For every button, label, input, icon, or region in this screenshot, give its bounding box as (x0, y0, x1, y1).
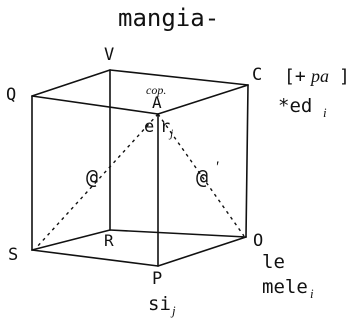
dashed-edge-a-s (35, 113, 159, 249)
si-label: si (148, 293, 171, 315)
at-label-right: @ (196, 165, 208, 189)
edge-s-p (31, 249, 159, 267)
r-subscript: j (168, 126, 174, 140)
ed-label: *ed (278, 95, 312, 117)
mele-subscript: i (310, 286, 314, 301)
cop-label: cop. (146, 83, 166, 97)
edge-v-q (31, 69, 111, 97)
vertex-c: C (252, 65, 262, 85)
edge-c-o (245, 84, 249, 238)
edge-v-c (109, 69, 249, 86)
e-label: e (144, 117, 154, 137)
ed-subscript: i (323, 105, 327, 120)
at-label-left: @ (86, 165, 98, 189)
feature-open: [+ (284, 66, 306, 87)
feature-close: ] (339, 66, 350, 87)
feature-pa: pa (309, 66, 329, 86)
vertex-a: A (152, 93, 162, 112)
edge-r-o (109, 229, 247, 238)
vertex-r: R (104, 231, 114, 250)
prime-mark: ' (215, 159, 219, 176)
diagram-title: mangia- (118, 4, 219, 32)
vertex-o: O (253, 231, 263, 251)
vertex-s: S (8, 245, 18, 265)
r-label: r (160, 117, 170, 137)
edge-p-o (157, 236, 247, 267)
vertex-v: V (104, 45, 114, 65)
mele-label: mele (262, 276, 308, 298)
edge-a-c (157, 84, 249, 115)
edge-s-r (31, 229, 111, 251)
vertex-p: P (152, 269, 162, 289)
le-label: le (262, 251, 285, 273)
vertex-q: Q (6, 85, 16, 105)
si-subscript: j (170, 303, 176, 318)
edge-q-a (31, 95, 159, 115)
